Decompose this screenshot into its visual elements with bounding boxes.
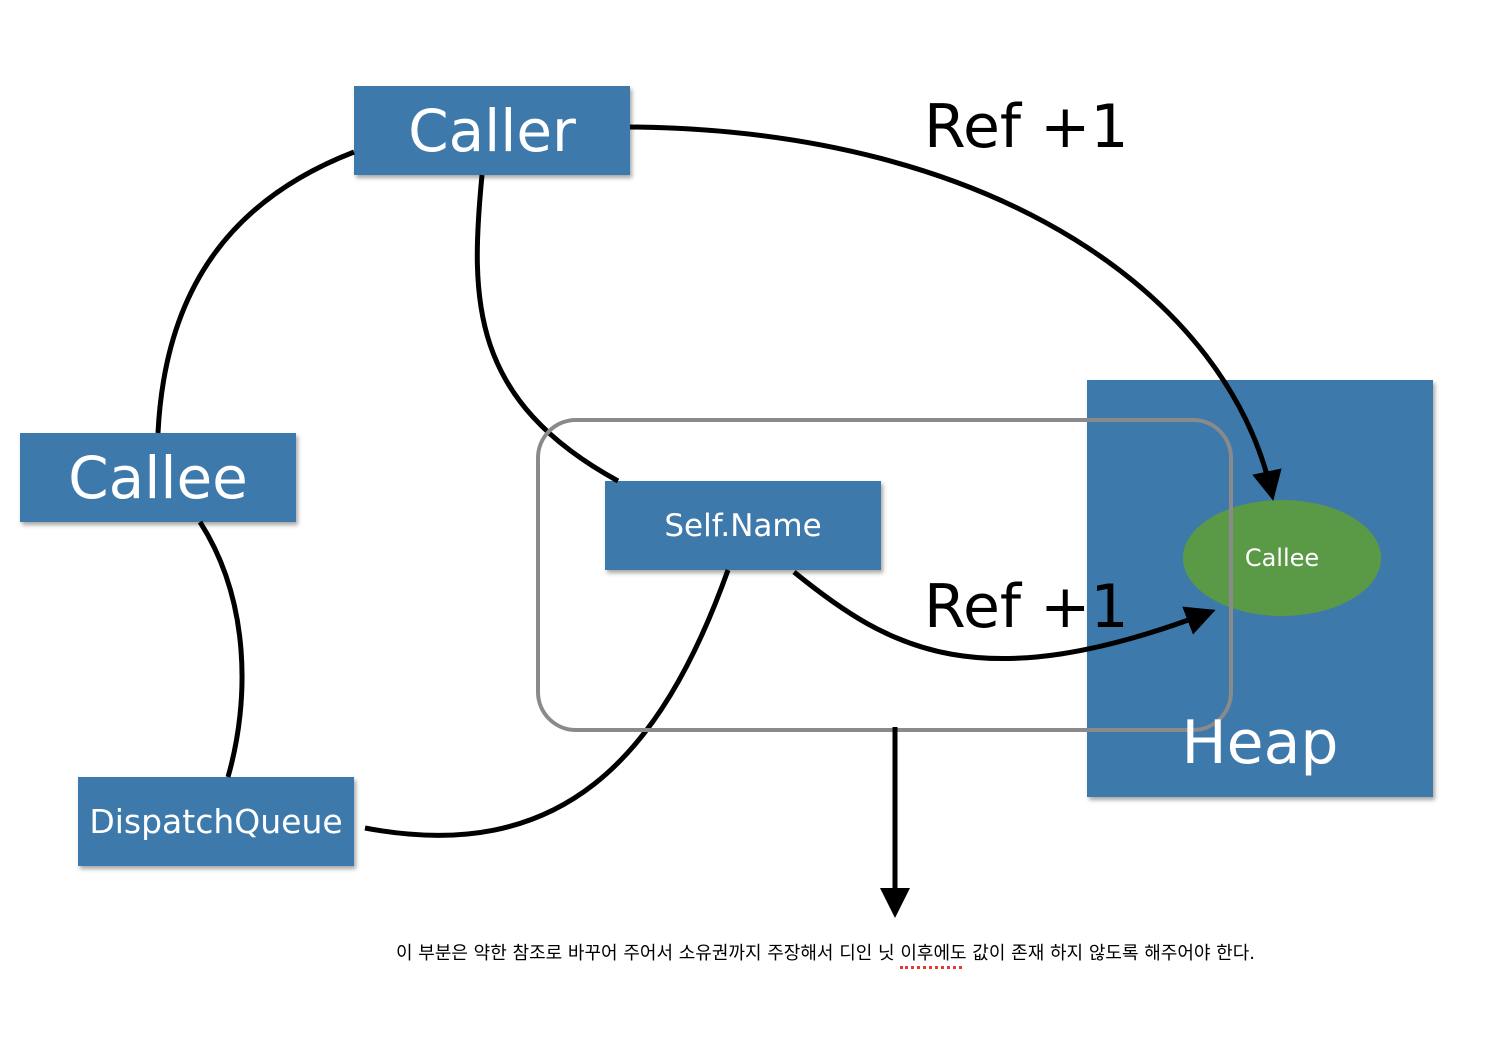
caller-to-callee-curve — [155, 149, 355, 434]
ref-count-label-top: Ref +1 — [924, 92, 1129, 162]
self-name-label: Self.Name — [664, 507, 822, 544]
callee-box: Callee — [20, 433, 296, 522]
ref-count-label-middle: Ref +1 — [924, 572, 1129, 642]
heap-label: Heap — [1181, 708, 1339, 778]
spellcheck-underline — [900, 962, 962, 969]
dispatch-to-selfname-curve — [364, 569, 731, 838]
caller-label: Caller — [408, 96, 576, 165]
heap-callee-label: Callee — [1244, 544, 1320, 572]
heap-callee-ellipse: Callee — [1183, 500, 1381, 616]
caller-box: Caller — [354, 86, 630, 175]
dispatch-queue-label: DispatchQueue — [89, 802, 343, 841]
annotation-note: 이 부분은 약한 참조로 바꾸어 주어서 소유권까지 주장해서 디인 닛 이후에… — [396, 943, 1256, 964]
dispatch-queue-box: DispatchQueue — [78, 777, 354, 866]
self-name-box: Self.Name — [605, 481, 881, 570]
callee-to-dispatch-curve — [197, 520, 245, 778]
caller-to-selfname-curve — [474, 174, 620, 484]
callee-label: Callee — [68, 443, 248, 512]
